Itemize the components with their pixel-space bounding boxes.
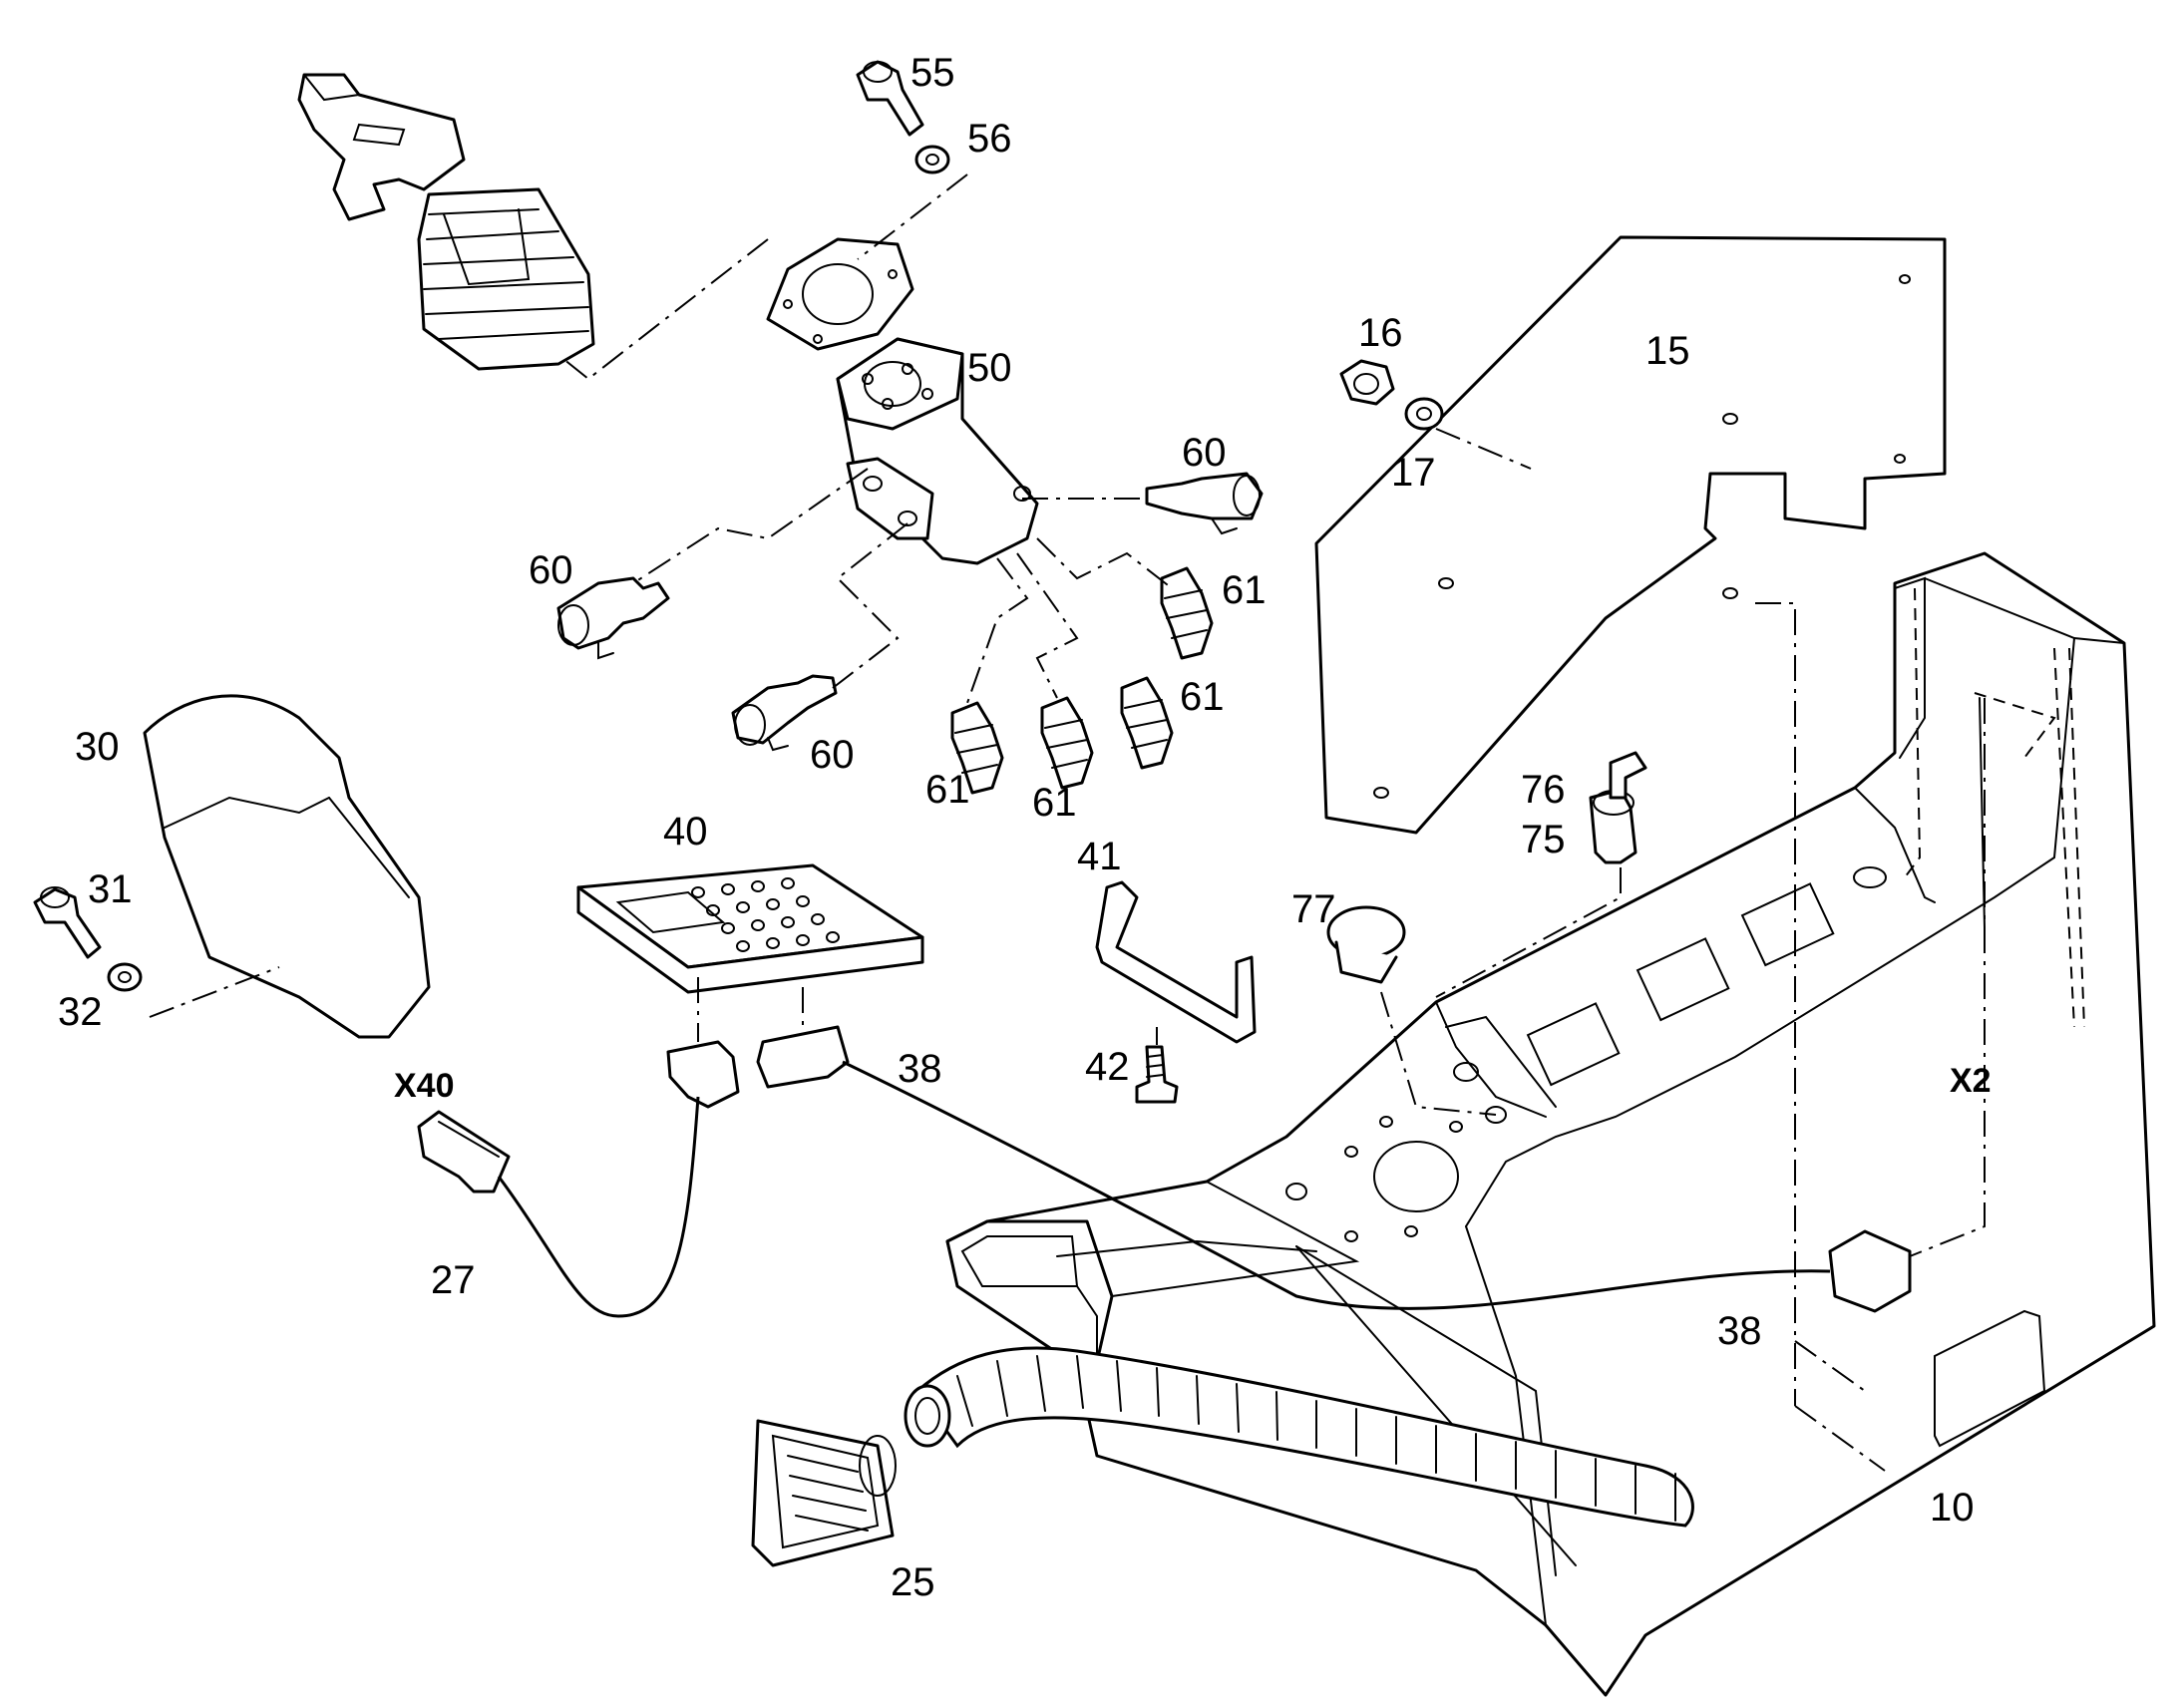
label-x40: X40 <box>394 1067 455 1105</box>
connector-38-upper <box>756 1025 850 1089</box>
label-38-upper: 38 <box>898 1047 942 1091</box>
label-76: 76 <box>1521 768 1566 812</box>
label-x2: X2 <box>1950 1062 1992 1100</box>
solenoid-part-60-left <box>556 576 670 660</box>
label-60-right: 60 <box>1182 431 1227 475</box>
label-25: 25 <box>891 1560 935 1604</box>
joystick-handle <box>297 73 595 371</box>
fitting-part-61-b <box>1120 676 1174 770</box>
washer-part-56 <box>914 145 950 174</box>
connector-38-lower <box>1828 1229 1912 1313</box>
screw-part-42 <box>1135 1045 1179 1104</box>
vent-grille-part-25 <box>751 1419 897 1567</box>
label-41: 41 <box>1077 835 1122 878</box>
plug-part-77 <box>1326 905 1406 984</box>
label-38-lower: 38 <box>1717 1309 1762 1353</box>
label-55: 55 <box>910 51 955 95</box>
callout-labels: 55 56 50 16 15 17 60 60 61 61 60 61 61 3… <box>58 51 1992 1604</box>
label-50: 50 <box>967 346 1012 390</box>
bolt-part-31 <box>33 886 102 959</box>
key-switch-part-75 <box>1589 751 1647 864</box>
solenoid-part-60-lower <box>731 674 838 752</box>
connector-x40 <box>417 1110 511 1194</box>
label-61-c: 61 <box>925 768 970 812</box>
label-56: 56 <box>967 117 1012 161</box>
cable-38 <box>842 1060 1831 1310</box>
label-61-b: 61 <box>1180 675 1225 719</box>
nut-part-16 <box>1339 359 1395 406</box>
fitting-part-61-d <box>1040 696 1094 790</box>
washer-part-17 <box>1404 397 1444 431</box>
label-40: 40 <box>663 810 708 854</box>
solenoid-part-60-right <box>1145 472 1264 535</box>
label-16: 16 <box>1358 311 1403 355</box>
panel-plate-part-15 <box>1314 235 1947 835</box>
label-60-left: 60 <box>529 548 573 592</box>
armrest-cover-part-30 <box>143 694 431 1039</box>
connector-27-upper <box>666 1040 740 1109</box>
mounting-flange <box>766 237 914 351</box>
pilot-valve-part-50 <box>836 337 1039 565</box>
label-27: 27 <box>431 1258 476 1302</box>
label-32: 32 <box>58 990 103 1034</box>
label-17: 17 <box>1391 451 1436 495</box>
label-10: 10 <box>1930 1486 1975 1530</box>
assembly-lines <box>149 173 1986 1472</box>
fitting-part-61-c <box>950 701 1004 795</box>
label-15: 15 <box>1645 329 1690 373</box>
cable-27 <box>497 1096 700 1318</box>
bracket-part-41 <box>1095 880 1257 1044</box>
fitting-part-61-a <box>1160 566 1214 660</box>
label-31: 31 <box>88 867 133 911</box>
label-61-d: 61 <box>1032 781 1077 825</box>
corrugated-hose <box>904 1346 1694 1528</box>
label-61-a: 61 <box>1222 568 1267 612</box>
label-42: 42 <box>1085 1045 1130 1089</box>
bolt-part-55 <box>856 60 924 137</box>
washer-part-32 <box>107 962 143 992</box>
label-77: 77 <box>1291 887 1336 931</box>
keypad-part-40 <box>576 863 924 994</box>
label-60-lower: 60 <box>810 733 855 777</box>
label-75: 75 <box>1521 818 1566 861</box>
label-30: 30 <box>75 725 120 769</box>
